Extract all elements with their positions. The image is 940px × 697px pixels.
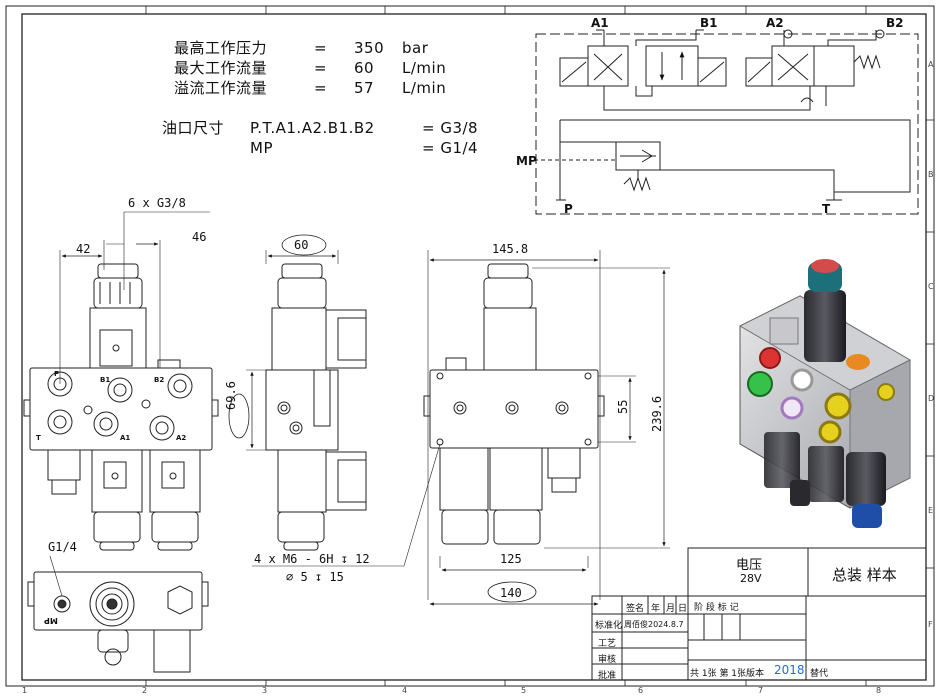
port-size-label: 油口尺寸 xyxy=(162,119,225,137)
hydraulic-schematic xyxy=(534,29,919,215)
dim-g14: G1/4 xyxy=(48,540,77,554)
grid-ref-bottom-5: 5 xyxy=(521,686,527,695)
schematic-port-b1: B1 xyxy=(700,16,718,30)
block-port-b1: B1 xyxy=(100,376,111,384)
schematic-port-a2: A2 xyxy=(766,16,784,30)
schematic-port-p: P xyxy=(564,202,573,216)
dim-thread-count: 6 x G3/8 xyxy=(128,196,186,210)
grid-ref-bottom-4: 4 xyxy=(402,686,408,695)
spec-eq: = xyxy=(314,39,328,57)
block-port-t: T xyxy=(36,434,41,442)
grid-ref-bottom-8: 8 xyxy=(876,686,882,695)
block-port-b2: B2 xyxy=(154,376,165,384)
tb-process: 工艺 xyxy=(598,639,617,649)
spec-row-3: 溢流工作流量 = 57 L/min xyxy=(174,80,446,97)
spec-row-2: 最大工作流量 = 60 L/min xyxy=(174,60,446,77)
spec-unit: L/min xyxy=(402,59,447,77)
dim-42: 42 xyxy=(76,242,91,256)
tb-replace: 替代 xyxy=(810,669,829,679)
schematic-port-mp: MP xyxy=(516,154,537,168)
block-port-a2: A2 xyxy=(176,434,187,442)
grid-ref-right-e: E xyxy=(928,506,934,515)
rear-view xyxy=(252,250,670,606)
dim-46: 46 xyxy=(192,230,207,244)
spec-label: 溢流工作流量 xyxy=(174,79,268,97)
schematic-port-a1: A1 xyxy=(591,16,609,30)
spec-value: 350 xyxy=(354,39,385,57)
bottom-view-mp-label: MP xyxy=(44,616,58,625)
spec-eq: = xyxy=(314,79,328,97)
grid-ref-bottom-6: 6 xyxy=(638,686,644,695)
tb-month: 月 xyxy=(666,604,676,614)
tb-standardization: 标准化 xyxy=(595,621,623,631)
dim-145-8: 145.8 xyxy=(492,242,529,256)
tb-stage-mark: 阶 段 标 记 xyxy=(694,603,739,613)
grid-ref-right-b: B xyxy=(928,170,934,179)
spec-value: 60 xyxy=(354,59,375,77)
spec-value: 57 xyxy=(354,79,375,97)
dim-60: 60 xyxy=(294,238,309,252)
dim-140: 140 xyxy=(500,586,522,600)
voltage-value: 28V xyxy=(740,572,762,585)
port-mp-thread: = G1/4 xyxy=(422,139,479,157)
drawing-frame xyxy=(5,5,935,687)
port-size-row-2: MP = G1/4 xyxy=(250,140,478,157)
port-list: P.T.A1.A2.B1.B2 xyxy=(250,119,375,137)
valve-3d-render xyxy=(739,259,911,528)
port-thread: = G3/8 xyxy=(422,119,479,137)
dim-mount-depth: ∅ 5 ↧ 15 xyxy=(286,570,344,584)
grid-ref-bottom-2: 2 xyxy=(142,686,148,695)
tb-approve: 批准 xyxy=(598,671,617,681)
spec-row-1: 最高工作压力 = 350 bar xyxy=(174,40,428,57)
dim-69-6: 69.6 xyxy=(224,381,238,410)
port-size-row-1: 油口尺寸 P.T.A1.A2.B1.B2 = G3/8 xyxy=(162,120,478,137)
grid-ref-right-c: C xyxy=(928,282,934,291)
grid-ref-bottom-1: 1 xyxy=(22,686,28,695)
tb-sign: 签名 xyxy=(626,604,645,614)
tb-sheets: 共 1张 第 1张版本 xyxy=(690,669,765,679)
grid-ref-bottom-3: 3 xyxy=(262,686,268,695)
spec-eq: = xyxy=(314,59,328,77)
dim-55: 55 xyxy=(616,399,630,414)
drawing-title: 总装 样本 xyxy=(832,566,897,584)
block-port-a1: A1 xyxy=(120,434,131,442)
port-mp: MP xyxy=(250,139,273,157)
title-block xyxy=(591,547,927,681)
tb-std-signature: 周佰俊2024.8.7 xyxy=(624,620,684,629)
schematic-port-b2: B2 xyxy=(886,16,904,30)
dim-125: 125 xyxy=(500,552,522,566)
grid-ref-bottom-7: 7 xyxy=(758,686,764,695)
side-view xyxy=(228,234,367,551)
tb-year: 年 xyxy=(651,604,661,614)
tb-review: 审核 xyxy=(598,655,617,665)
spec-unit: L/min xyxy=(402,79,447,97)
front-view xyxy=(23,211,219,551)
grid-ref-right-a: A xyxy=(928,60,934,69)
bottom-view xyxy=(27,555,209,673)
block-port-p: P xyxy=(54,370,60,378)
dim-239-6: 239.6 xyxy=(650,395,664,432)
tb-day: 日 xyxy=(678,604,688,614)
schematic-port-t: T xyxy=(822,202,831,216)
spec-label: 最高工作压力 xyxy=(174,39,268,57)
spec-unit: bar xyxy=(402,39,429,57)
spec-label: 最大工作流量 xyxy=(174,59,268,77)
tb-version: 2018 xyxy=(774,663,805,677)
voltage-label: 电压 xyxy=(736,558,763,573)
dim-mount-holes: 4 x M6 - 6H ↧ 12 xyxy=(254,552,370,566)
grid-ref-right-f: F xyxy=(928,620,933,629)
grid-ref-right-d: D xyxy=(928,394,935,403)
